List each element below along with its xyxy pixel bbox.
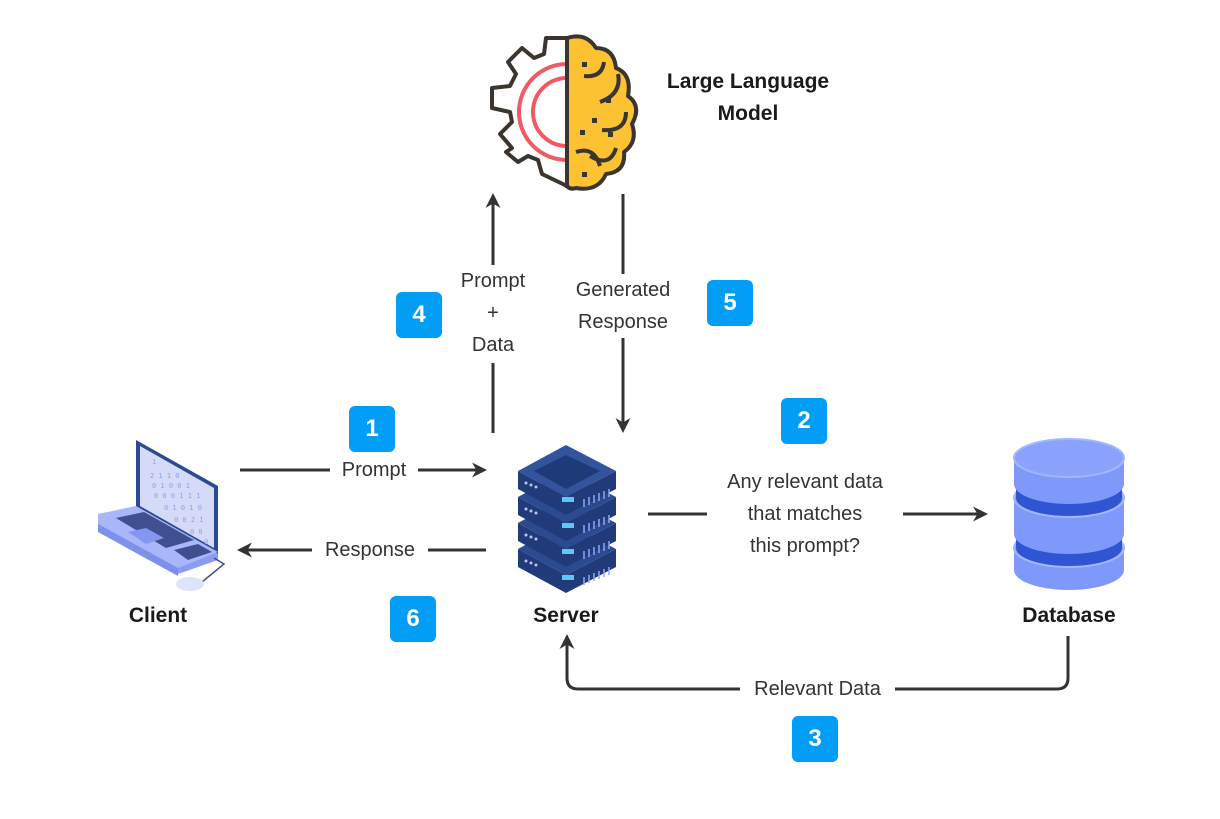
edge-label-line: Data [471,334,515,356]
database-label: Database [1022,604,1116,627]
edge-label-relevant-data: Relevant Data [740,673,895,705]
server-label: Server [533,604,599,627]
edge-label-prompt: Prompt [330,454,418,486]
svg-text:0 0 0 1 1 1: 0 0 0 1 1 1 [154,492,200,500]
svg-text:0: 0 [204,538,208,546]
client-label: Client [128,604,188,627]
edge-label-prompt-data: Prompt + Data [443,265,543,361]
step-badge-2: 2 [781,398,827,444]
gear-brain-icon [490,34,639,191]
edge-label-line: Generated [575,279,671,301]
svg-text:2 1 1 0: 2 1 1 0 [150,472,180,480]
llm-label-line2: Model [717,102,779,125]
edge-label-line: Response [577,311,669,333]
laptop-icon: 1 2 1 1 0 0 1 0 0 1 0 0 0 1 1 1 0 1 0 1 0 0 … [98,440,226,591]
step-badge-3: 3 [792,716,838,762]
svg-text:0 0 2 1: 0 0 2 1 [174,516,204,524]
edge-relevant-data-database-to-server [559,634,1070,691]
llm-label: Large Language Model [650,66,846,130]
svg-text:0 1 0 0 1: 0 1 0 0 1 [152,482,190,490]
svg-text:1: 1 [152,458,156,466]
llm-label-line1: Large Language [666,70,830,93]
edge-label-line: + [487,302,499,324]
edge-label-line: this prompt? [749,535,861,557]
edge-label-query: Any relevant data that matches this prom… [707,466,903,562]
step-badge-4: 4 [396,292,442,338]
step-badge-5: 5 [707,280,753,326]
step-badge-1: 1 [349,406,395,452]
edge-label-line: Prompt [460,270,526,292]
edge-label-generated-response: Generated Response [558,274,688,338]
database-icon [1013,438,1125,590]
svg-text:0 0: 0 0 [190,528,203,536]
edge-label-line: Any relevant data [727,471,883,493]
edge-label-line: that matches [747,503,863,525]
step-badge-6: 6 [390,596,436,642]
svg-text:0 1 0 1 0: 0 1 0 1 0 [164,504,202,512]
edge-label-response: Response [312,534,428,566]
server-rack-icon [518,445,616,593]
